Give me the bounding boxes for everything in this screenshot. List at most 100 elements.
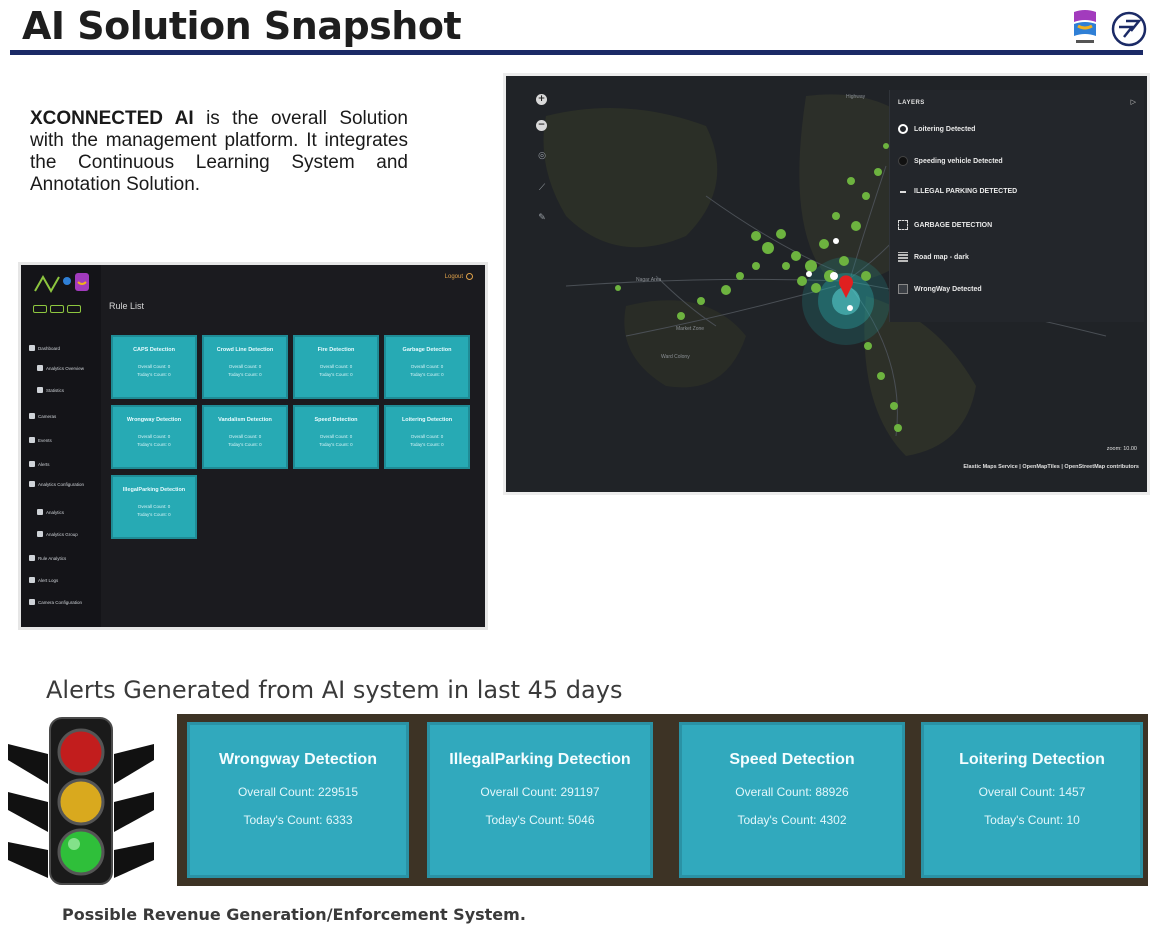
rule-list-title: Rule List [109, 301, 145, 311]
rule-card-overall-count: Overall Count: 0 [137, 364, 171, 369]
alert-today-count: Today's Count: 5046 [485, 813, 595, 827]
status-pills [33, 305, 81, 313]
logout-button[interactable]: Logout [445, 273, 473, 280]
sidebar-item-label: Cameras [38, 413, 57, 419]
map-screenshot: Nagar Area Market Zone Ward Colony Highw… [503, 73, 1150, 495]
alerts-heading: Alerts Generated from AI system in last … [46, 676, 623, 704]
sidebar-item-label: Analytics [46, 509, 65, 515]
sidebar-item[interactable]: Analytics Overview [37, 365, 84, 371]
sidebar-item[interactable]: Alerts [29, 461, 50, 467]
map-attribution[interactable]: Elastic Maps Service | OpenMapTiles | Op… [963, 464, 1139, 470]
compass-icon[interactable]: ◎ [538, 151, 546, 161]
sidebar-item[interactable]: Camera Configuration [29, 599, 82, 605]
zoom-in-button[interactable]: + [536, 94, 547, 105]
rule-card-title: Speed Detection [314, 417, 358, 423]
svg-text:Ward Colony: Ward Colony [661, 354, 690, 360]
sidebar-item[interactable]: Events [29, 437, 52, 443]
layer-label: GARBAGE DETECTION [914, 221, 993, 229]
sidebar-item[interactable]: Analytics [37, 509, 64, 515]
sidebar-item[interactable]: Analytics Group [37, 531, 78, 537]
alert-card-title: IllegalParking Detection [449, 751, 631, 768]
alert-overall-count: Overall Count: 229515 [237, 785, 359, 799]
status-pill [67, 305, 81, 313]
sidebar-item[interactable]: Analytics Configuration [29, 481, 84, 487]
layer-label: WrongWay Detected [914, 285, 982, 293]
partner-logo-icon [1074, 10, 1096, 43]
layer-item[interactable]: Loitering Detected [898, 124, 975, 134]
sidebar-item[interactable]: Statistics [37, 387, 64, 393]
dashboard-logo-icon [34, 273, 89, 294]
intro-paragraph: XCONNECTED AI is the overall Solution wi… [30, 108, 408, 196]
tools-icon[interactable]: ✎ [538, 213, 546, 223]
rule-card-today-count: Today's Count: 0 [137, 442, 171, 447]
sidebar-item-label: Rule Analytics [38, 555, 67, 561]
rule-card-today-count: Today's Count: 0 [228, 372, 262, 377]
sidebar-item-icon [29, 345, 35, 351]
rule-card-today-count: Today's Count: 0 [137, 372, 171, 377]
dot-icon [898, 156, 908, 166]
power-icon [466, 273, 473, 280]
rule-card-overall-count: Overall Count: 0 [228, 364, 262, 369]
rule-card-title: Vandalism Detection [218, 417, 272, 423]
alert-today-count: Today's Count: 4302 [737, 813, 847, 827]
layer-label: Loitering Detected [914, 125, 976, 133]
zoom-out-button[interactable]: − [536, 120, 547, 131]
rule-card-title: Crowd Line Detection [216, 347, 274, 353]
alert-overall-count: Overall Count: 88926 [735, 785, 849, 799]
layer-item[interactable]: GARBAGE DETECTION [898, 220, 992, 230]
draw-line-icon[interactable]: ⟋ [538, 183, 546, 193]
sidebar-item[interactable]: Alert Logs [29, 577, 58, 583]
map-icon [898, 284, 908, 294]
sidebar-item-icon [29, 413, 35, 419]
sidebar-item-icon [29, 437, 35, 443]
sidebar-item-label: Analytics Overview [46, 365, 85, 371]
sidebar-item[interactable]: Rule Analytics [29, 555, 66, 561]
rule-card-overall-count: Overall Count: 0 [410, 434, 444, 439]
layer-label: Speeding vehicle Detected [914, 157, 1003, 165]
layer-item[interactable]: Speeding vehicle Detected [898, 156, 1003, 166]
sidebar-item-label: Analytics Configuration [38, 481, 85, 487]
company-logo-icon [1111, 11, 1147, 47]
sidebar-item[interactable]: Dashboard [29, 345, 60, 351]
svg-text:Nagar Area: Nagar Area [636, 277, 662, 283]
alert-today-count: Today's Count: 10 [984, 813, 1080, 827]
ring-icon [898, 124, 908, 134]
rule-card-today-count: Today's Count: 0 [319, 372, 353, 377]
alert-card-title: Wrongway Detection [219, 751, 377, 768]
layer-item[interactable]: ILLEGAL PARKING DETECTED [898, 188, 1017, 195]
rule-card-title: Loitering Detection [401, 417, 453, 423]
intro-text: is the overall Solution with the managem… [30, 108, 408, 195]
layer-item[interactable]: Road map - dark [898, 252, 969, 262]
layer-item[interactable]: WrongWay Detected [898, 284, 982, 294]
logout-label: Logout [444, 274, 463, 281]
rule-card-overall-count: Overall Count: 0 [137, 434, 171, 439]
sidebar-item[interactable]: Cameras [29, 413, 56, 419]
alert-card-title: Loitering Detection [959, 751, 1105, 768]
sidebar-item-icon [29, 599, 35, 605]
sidebar-item-icon [37, 509, 43, 515]
alert-overall-count: Overall Count: 1457 [978, 785, 1086, 799]
sidebar-item-label: Analytics Group [46, 531, 78, 537]
rule-card-overall-count: Overall Count: 0 [228, 434, 262, 439]
sidebar-item-icon [37, 365, 43, 371]
rule-card-title: Garbage Detection [402, 347, 452, 353]
sidebar-item-icon [37, 387, 43, 393]
rule-card-today-count: Today's Count: 0 [410, 372, 444, 377]
collapse-panel-icon[interactable]: ▷ [1130, 98, 1136, 106]
